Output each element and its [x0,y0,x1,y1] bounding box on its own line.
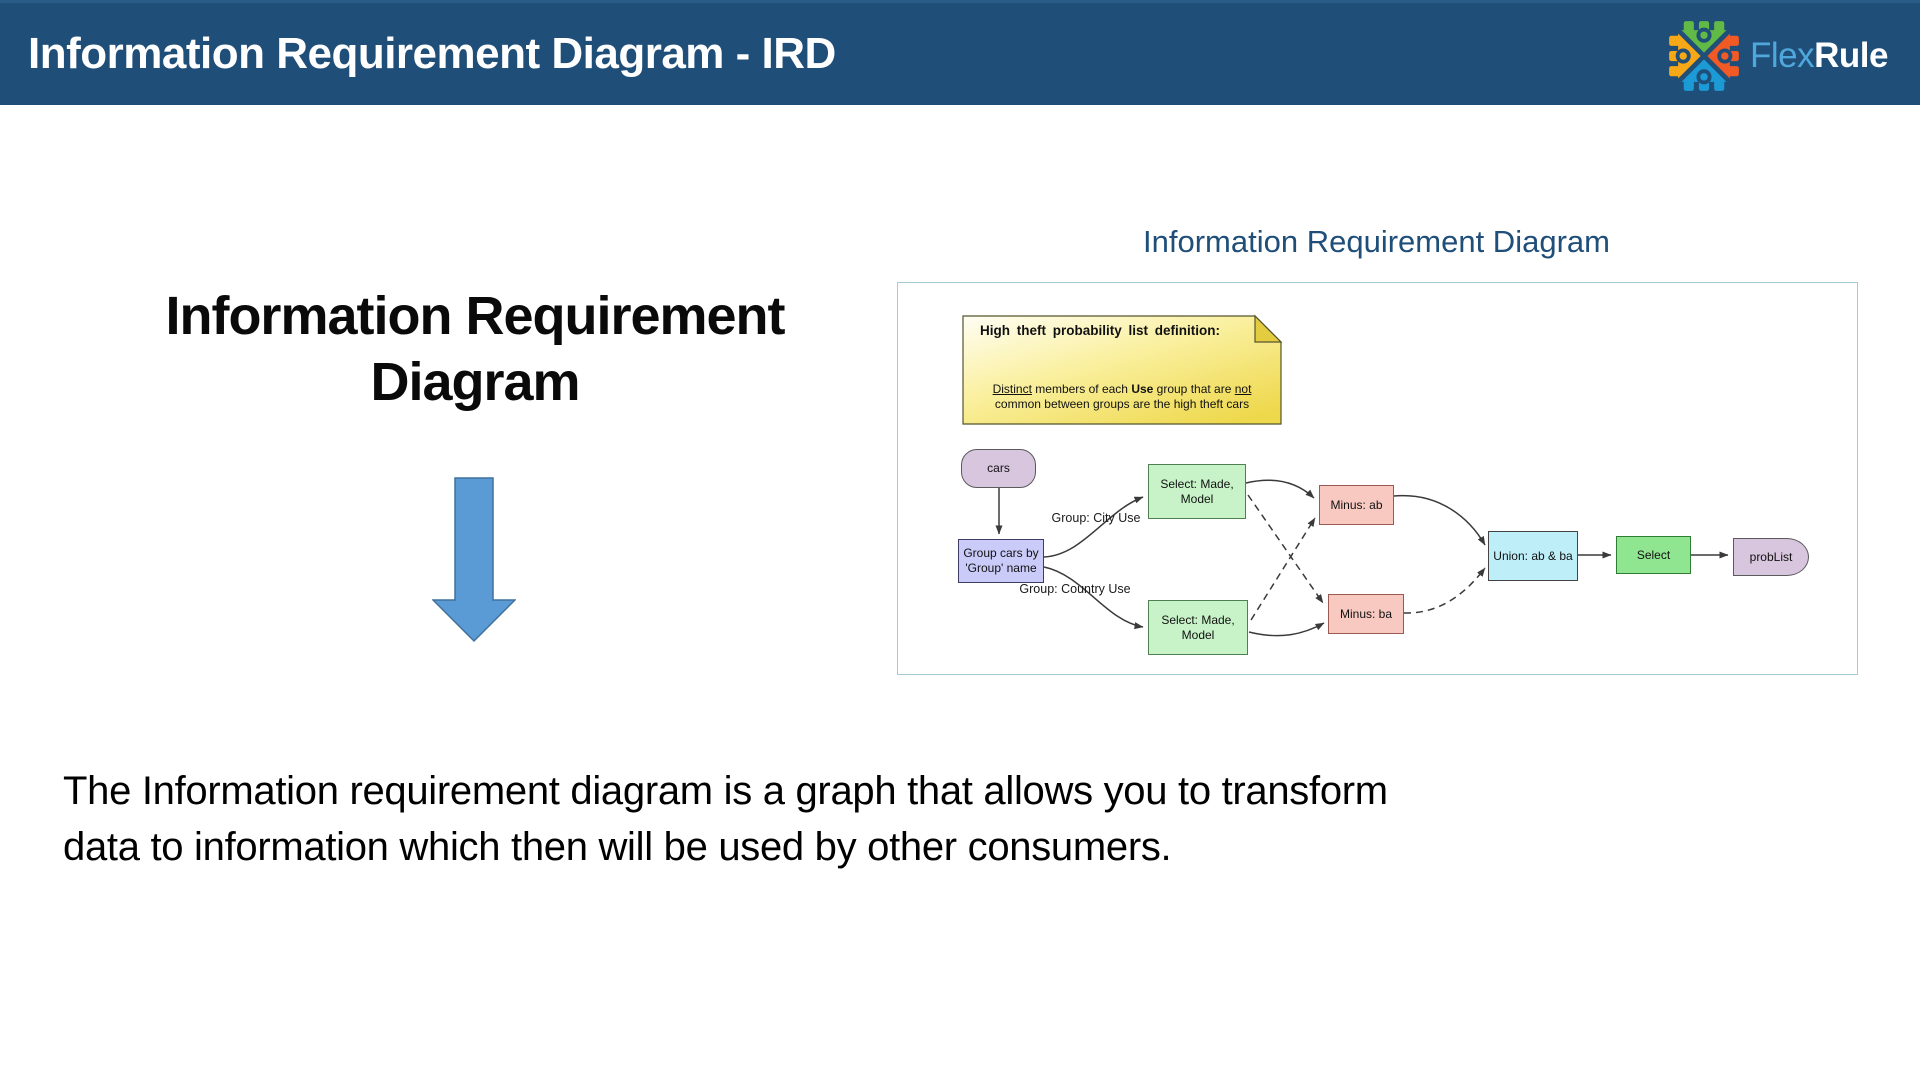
logo-flex-label: Flex [1750,35,1815,75]
flexrule-logo: FlexRule [1668,3,1888,108]
node-minus-ab: Minus: ab [1319,485,1394,525]
edge-label-city-use: Group: City Use [1051,511,1141,525]
node-union-ab-ba: Union: ab & ba [1488,531,1578,581]
down-arrow-icon [431,477,517,648]
description-line2: data to information which then will be u… [63,825,1172,869]
node-select-city: Select: Made, Model [1148,464,1246,519]
edge-label-country-use: Group: Country Use [1019,582,1131,596]
node-minus-ba: Minus: ba [1328,594,1404,634]
note-body-text: group that are [1153,382,1235,396]
slide-heading-line2: Diagram [370,352,580,412]
note-body-text: members of each [1031,382,1132,396]
slide-heading-line1: Information Requirement [165,286,785,346]
node-group-cars: Group cars by 'Group' name [958,539,1044,583]
logo-rule-label: Rule [1814,35,1888,75]
edge-selectcountry-to-minusab-dashed [1250,517,1316,621]
page-title: Information Requirement Diagram - IRD [28,29,836,78]
note-body: Distinct members of each Use group that … [965,382,1279,411]
note-body-not: not [1234,382,1252,396]
edge-minusab-to-union [1393,494,1486,546]
node-select-final: Select [1616,536,1691,574]
diagram-edges-layer [962,314,1729,637]
edge-selectcity-to-minusab [1245,479,1315,499]
node-select-country: Select: Made, Model [1148,600,1248,655]
note-body-use: Use [1131,382,1154,396]
edge-minusba-to-union-dashed [1403,567,1486,614]
note-title: High theft probability list definition: [980,323,1220,338]
note-body-text: common between groups are the high theft… [994,396,1250,411]
figure-title: Information Requirement Diagram [1143,224,1610,259]
slide-heading: Information Requirement Diagram [85,283,865,415]
flexrule-gear-icon [1668,19,1741,92]
edge-selectcity-to-minusba-dashed [1247,494,1324,604]
edge-group-to-select-city [1043,496,1144,558]
description-paragraph: The Information requirement diagram is a… [63,763,1583,875]
note-shape [962,315,1282,425]
flexrule-logo-text: FlexRule [1750,36,1888,76]
node-problist: probList [1733,538,1809,576]
edge-selectcountry-to-minusba [1248,622,1325,637]
edge-group-to-select-country [1043,566,1144,630]
note-body-distinct: Distinct [992,382,1032,396]
note-fold-corner [1254,314,1283,343]
ird-diagram: High theft probability list definition: … [897,282,1858,675]
description-line1: The Information requirement diagram is a… [63,769,1388,813]
header-bar: Information Requirement Diagram - IRD [0,0,1920,105]
node-cars: cars [961,449,1036,488]
